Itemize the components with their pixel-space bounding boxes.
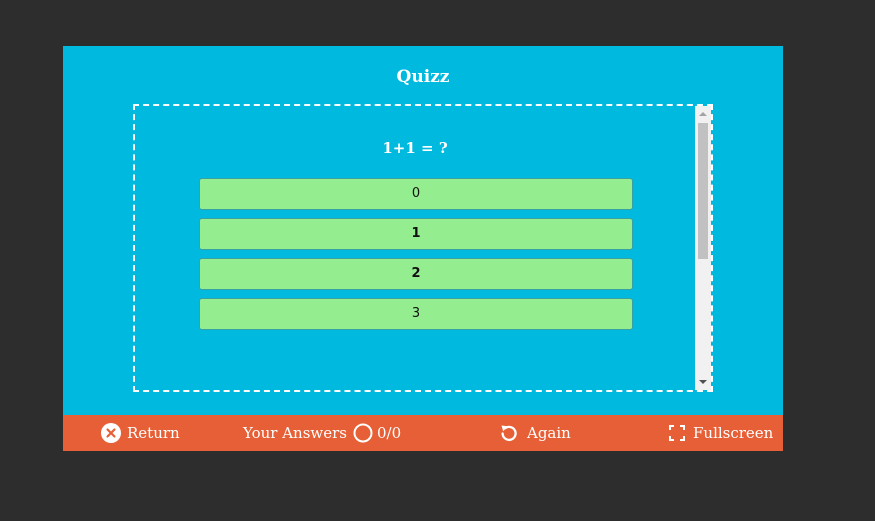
restart-icon: [501, 425, 517, 442]
close-circle-icon: [101, 423, 121, 443]
fullscreen-button[interactable]: Fullscreen: [669, 415, 773, 451]
answers-label: Your Answers: [243, 424, 348, 442]
fullscreen-icon: [669, 425, 685, 441]
again-button[interactable]: Again: [499, 415, 571, 451]
return-label: Return: [127, 424, 180, 442]
answer-option-2[interactable]: 2: [199, 258, 633, 290]
scroll-up-arrow-icon[interactable]: [695, 106, 711, 122]
answers-status: Your Answers 0/0: [243, 415, 401, 451]
score-value: 0/0: [377, 424, 402, 442]
circle-outline-icon: [353, 423, 373, 443]
fullscreen-label: Fullscreen: [693, 424, 774, 442]
scroll-thumb[interactable]: [698, 123, 708, 259]
quiz-app: Quizz 1+1 = ? 0 1 2 3 Return Your Answer…: [63, 46, 783, 451]
return-button[interactable]: Return: [101, 415, 180, 451]
quiz-title: Quizz: [396, 67, 450, 87]
again-label: Again: [527, 424, 571, 442]
answer-option-3[interactable]: 3: [199, 298, 633, 330]
question-text: 1+1 = ?: [382, 139, 448, 157]
answer-option-0[interactable]: 0: [199, 178, 633, 210]
quiz-panel: 1+1 = ? 0 1 2 3: [133, 104, 713, 392]
answer-option-1[interactable]: 1: [199, 218, 633, 250]
vertical-scrollbar[interactable]: [695, 106, 711, 390]
footer-bar: Return Your Answers 0/0 Again Fullscreen: [63, 415, 783, 451]
scroll-down-arrow-icon[interactable]: [695, 374, 711, 390]
